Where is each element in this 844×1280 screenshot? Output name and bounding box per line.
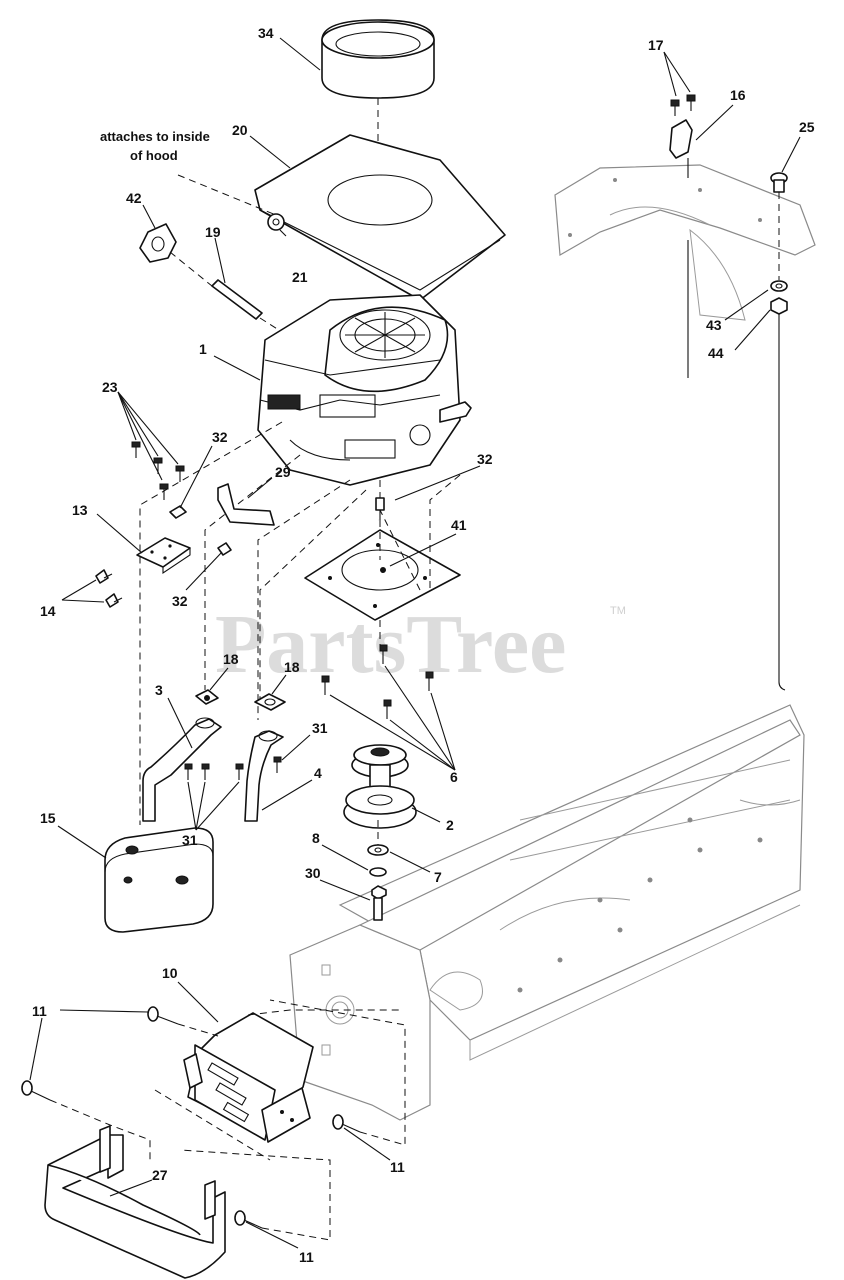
knob-25 (770, 172, 788, 193)
screws-14 (95, 569, 123, 608)
callout-29: 29 (275, 464, 291, 480)
washer-43 (770, 280, 788, 292)
bracket-29 (217, 483, 275, 526)
coupling-nut-42 (139, 223, 177, 263)
callout-31-right: 31 (312, 720, 328, 736)
hood-deflector (254, 134, 506, 301)
nut-44 (770, 297, 788, 315)
exhaust-pipe-4 (244, 730, 284, 822)
washer-7 (367, 844, 389, 856)
callout-42: 42 (126, 190, 142, 206)
callout-11-bottom: 11 (299, 1249, 314, 1265)
gasket-18-right (254, 693, 286, 711)
tractor-frame (289, 704, 805, 1121)
heat-shield-10 (183, 1012, 314, 1143)
callout-16: 16 (730, 87, 746, 103)
callout-7: 7 (434, 869, 442, 885)
callout-3: 3 (155, 682, 163, 698)
engine-mount-plate (304, 529, 461, 621)
screws-23 (131, 441, 185, 500)
callout-8: 8 (312, 830, 320, 846)
callout-18-left: 18 (223, 651, 239, 667)
callout-43: 43 (706, 317, 722, 333)
screws-17 (670, 94, 696, 116)
callout-13: 13 (72, 502, 88, 518)
callout-10: 10 (162, 965, 178, 981)
callout-41: 41 (451, 517, 467, 533)
callout-34: 34 (258, 25, 274, 41)
callout-14: 14 (40, 603, 56, 619)
engine (257, 294, 472, 486)
callout-1: 1 (199, 341, 207, 357)
callout-23: 23 (102, 379, 118, 395)
hood-note-line2: of hood (130, 148, 178, 163)
callout-6: 6 (450, 769, 458, 785)
rod-19 (211, 279, 263, 320)
lock-washer-8 (369, 867, 387, 877)
dash-panel (554, 164, 816, 321)
callout-17: 17 (648, 37, 664, 53)
pulley-2 (343, 744, 417, 829)
callout-18-right: 18 (284, 659, 300, 675)
muffler-15 (104, 827, 214, 933)
callout-25: 25 (799, 119, 815, 135)
bolt-32-engine-mount (375, 497, 385, 520)
hood-note-line1: attaches to inside (100, 129, 210, 144)
screws-6 (321, 644, 434, 719)
callout-32-lower: 32 (172, 593, 188, 609)
screws-31 (184, 756, 282, 780)
throttle-lever-16 (669, 119, 693, 178)
bracket-plate-13 (136, 537, 191, 575)
callout-11-upper: 11 (32, 1003, 47, 1019)
bolt-30 (371, 885, 387, 921)
screws-11 (21, 1006, 361, 1229)
callout-15: 15 (40, 810, 56, 826)
callout-31-lower: 31 (182, 832, 198, 848)
callout-30: 30 (305, 865, 321, 881)
callout-4: 4 (314, 765, 322, 781)
callout-44: 44 (708, 345, 724, 361)
shield-tray-27 (44, 1125, 226, 1279)
bolt-32-left (169, 505, 187, 519)
partstree-watermark: PartsTree (215, 598, 566, 691)
callout-11-right: 11 (390, 1159, 405, 1175)
callout-2: 2 (446, 817, 454, 833)
air-cleaner-ring (321, 19, 435, 99)
exhaust-pipe-3 (142, 717, 222, 822)
trademark-mark: TM (610, 605, 626, 617)
callout-32-upper-left: 32 (212, 429, 228, 445)
nut-21 (267, 213, 285, 231)
callout-20: 20 (232, 122, 248, 138)
gasket-18-left (195, 689, 219, 705)
callout-21: 21 (292, 269, 308, 285)
callout-32-right: 32 (477, 451, 493, 467)
bolt-32-lower (217, 542, 232, 556)
callout-27: 27 (152, 1167, 168, 1183)
callout-19: 19 (205, 224, 221, 240)
